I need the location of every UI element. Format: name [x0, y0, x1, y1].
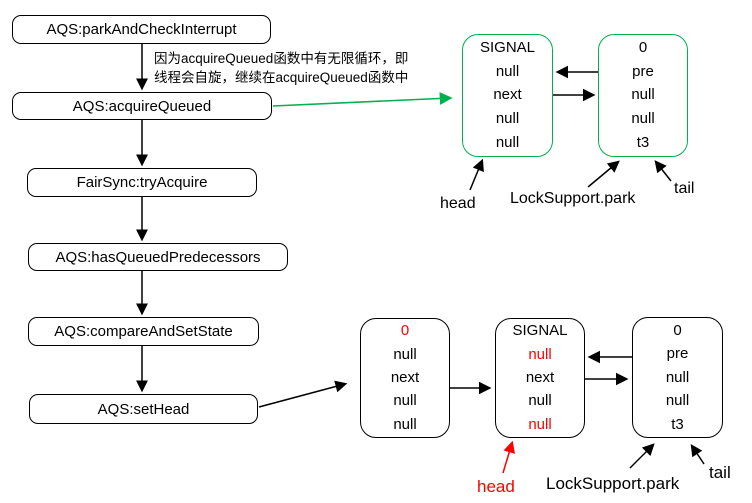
- node-field: next: [493, 86, 522, 104]
- node-field: pre: [666, 345, 689, 362]
- loop-annotation-line1: 因为acquireQueued函数中有无限循环，即: [154, 51, 409, 66]
- acquire-queued-to-queue-arrow: [272, 92, 453, 107]
- queue-before-node-tail: 0 pre null null t3: [598, 34, 688, 157]
- before-head-pointer-arrow: [469, 158, 484, 191]
- before-park-pointer-arrow: [587, 160, 620, 188]
- queue-after-node-tail: 0 pre null null t3: [632, 317, 723, 438]
- node-field: t3: [636, 134, 650, 152]
- queue-after-node-old-head: 0 null next null null: [360, 318, 450, 438]
- queue-after-locksupport-park-label: LockSupport.park: [546, 474, 680, 493]
- node-field: null: [665, 368, 690, 386]
- node-field: null: [665, 392, 690, 409]
- node-field: null: [631, 110, 655, 128]
- node-field: null: [631, 86, 655, 104]
- flow-box-has-queued-predecessors: AQS:hasQueuedPredecessors: [28, 243, 288, 271]
- node-field: null: [393, 392, 417, 410]
- queue-before-head-label: head: [440, 195, 476, 212]
- loop-annotation: 因为acquireQueued函数中有无限循环，即 线程会自旋，继续在acqui…: [154, 49, 454, 87]
- queue-before-node-head: SIGNAL null next null null: [462, 34, 553, 157]
- node-field: SIGNAL: [479, 38, 536, 56]
- node-field: next: [390, 368, 420, 386]
- node-field: 0: [638, 38, 648, 56]
- set-head-to-queue-arrow: [258, 380, 348, 408]
- flow-box-acquire-queued: AQS:acquireQueued: [12, 92, 272, 120]
- queue-after-tail-label: tail: [709, 463, 731, 482]
- flow-box-set-head: AQS:setHead: [29, 394, 258, 424]
- queue-after-head-label: head: [477, 477, 515, 496]
- node-field: null: [495, 134, 520, 152]
- flow-box-compare-and-set-state: AQS:compareAndSetState: [28, 317, 259, 346]
- node-field: null: [393, 415, 417, 433]
- node-field: 0: [673, 321, 682, 339]
- node-field-highlighted: null: [528, 345, 552, 363]
- queue-before-locksupport-park-label: LockSupport.park: [510, 190, 636, 207]
- node-field: next: [525, 368, 555, 386]
- node-field-highlighted: 0: [400, 322, 410, 340]
- node-field: null: [495, 110, 520, 128]
- node-field: SIGNAL: [512, 322, 568, 340]
- queue-before-tail-label: tail: [674, 180, 695, 197]
- after-head-pointer-arrow: [502, 440, 515, 474]
- after-tail-pointer-arrow: [690, 444, 705, 465]
- node-field: t3: [671, 415, 684, 433]
- node-field: null: [393, 345, 417, 363]
- node-field: null: [495, 62, 520, 80]
- before-tail-pointer-arrow: [654, 160, 672, 182]
- flow-box-park-and-check-interrupt: AQS:parkAndCheckInterrupt: [12, 15, 271, 44]
- loop-annotation-line2: 线程会自旋，继续在acquireQueued函数中: [154, 70, 409, 85]
- queue-after-node-new-head: SIGNAL null next null null: [495, 318, 585, 438]
- node-field: null: [528, 392, 552, 410]
- node-field-highlighted: null: [528, 415, 552, 433]
- after-park-pointer-arrow: [629, 443, 655, 469]
- flow-box-fairsync-try-acquire: FairSync:tryAcquire: [27, 168, 257, 197]
- node-field: pre: [632, 62, 654, 80]
